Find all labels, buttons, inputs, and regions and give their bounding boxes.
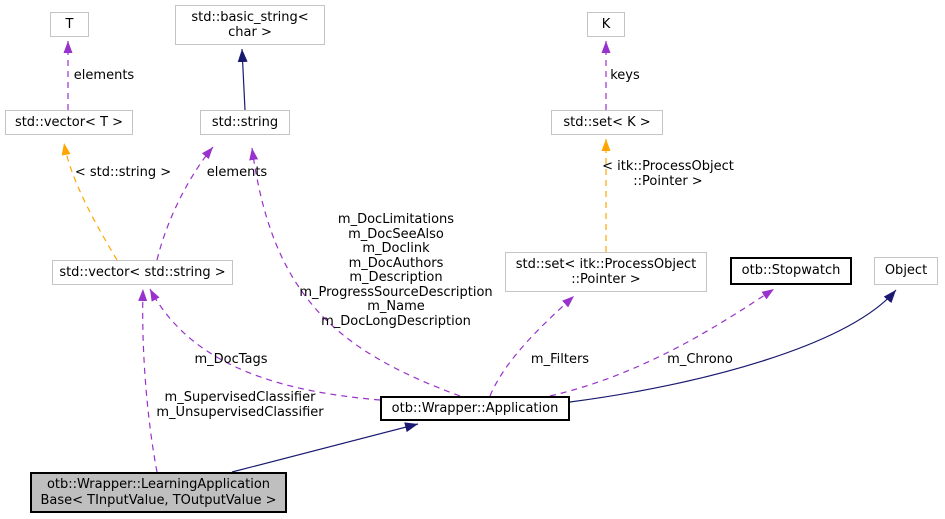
node-set-k[interactable]: std::set< K > [551,110,663,135]
node-learning-application-base[interactable]: otb::Wrapper::LearningApplication Base< … [30,472,287,513]
edge-label-keys: keys [610,68,640,83]
edge-string-to-basic-string [237,48,248,111]
edge-label-elements-string: elements [206,165,268,180]
edge-label-doc-tags: m_DocTags [194,352,268,367]
edge-label-template-string: < std::string > [74,165,172,180]
node-stopwatch[interactable]: otb::Stopwatch [730,257,852,285]
edge-learning-base-to-application [231,422,419,473]
edge-vector-string-to-vector-t [61,142,118,261]
edge-label-filters: m_Filters [530,352,590,367]
node-basic-string[interactable]: std::basic_string< char > [175,5,325,45]
node-object[interactable]: Object [874,257,938,285]
edge-label-doc-members: m_DocLimitations m_DocSeeAlso m_Doclink … [299,212,493,329]
node-string[interactable]: std::string [200,110,290,135]
edge-label-classifiers: m_SupervisedClassifier m_UnsupervisedCla… [156,390,324,420]
node-t[interactable]: T [50,12,89,37]
edge-vector-string-to-string [156,146,214,261]
node-vector-t[interactable]: std::vector< T > [5,110,133,135]
edge-label-chrono: m_Chrono [667,352,733,367]
edge-learning-base-to-vector-string [138,288,158,473]
node-set-processobject-pointer[interactable]: std::set< itk::ProcessObject ::Pointer > [505,252,707,292]
node-k[interactable]: K [587,12,625,37]
edge-label-template-pointer: < itk::ProcessObject ::Pointer > [602,159,734,189]
node-vector-string[interactable]: std::vector< std::string > [52,260,233,285]
edge-application-to-object [569,289,897,403]
edge-application-to-stopwatch [549,288,775,397]
node-application[interactable]: otb::Wrapper::Application [380,396,570,421]
edge-label-elements-vector-t: elements [73,68,135,83]
edge-application-to-set-processobject [489,295,575,397]
